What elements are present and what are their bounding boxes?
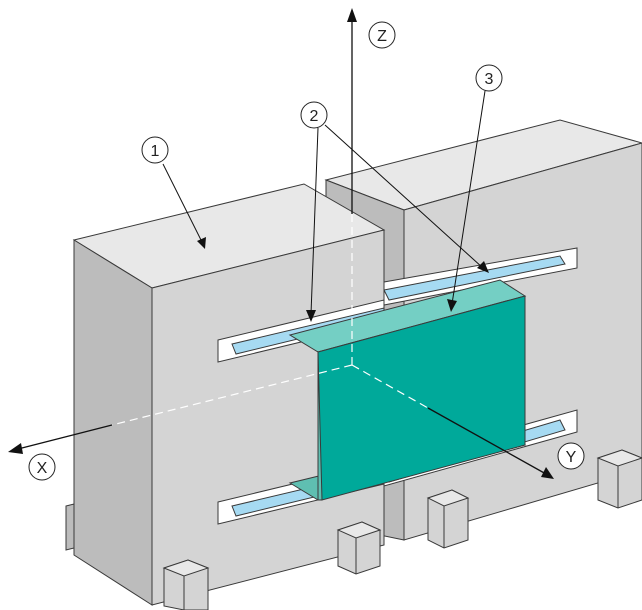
back-foot-1	[426, 489, 470, 549]
callout-2-number: 2	[310, 108, 319, 125]
x-axis-arrowhead	[8, 443, 23, 454]
axis-label-x: X	[28, 453, 56, 481]
front-foot-2	[162, 559, 210, 610]
z-axis-arrowhead	[347, 8, 357, 22]
y-axis-dashed	[351, 364, 429, 409]
x-axis-dashed	[111, 364, 353, 426]
y-axis-arrowhead	[541, 467, 554, 479]
x-axis-line	[17, 424, 113, 450]
axis-label-z: Z	[368, 21, 396, 49]
back-foot-2	[596, 449, 642, 509]
coil	[288, 279, 527, 501]
y-axis-line	[427, 407, 547, 475]
back-upper-rail	[383, 255, 566, 301]
callout-2: 2	[300, 101, 489, 322]
axis-label-z-text: Z	[377, 28, 387, 45]
front-foot-3	[336, 521, 382, 575]
callout-3: 3	[447, 64, 503, 312]
callout-3-number: 3	[485, 71, 494, 88]
axis-label-y: Y	[557, 442, 585, 470]
axis-label-y-text: Y	[566, 449, 577, 466]
coordinate-axes	[8, 8, 554, 479]
axis-label-x-text: X	[37, 460, 48, 477]
front-foot-1	[65, 503, 75, 551]
coil-front-face	[317, 295, 526, 501]
callout-1-number: 1	[151, 143, 160, 160]
front-magnet-side-face	[73, 239, 153, 606]
callout-1: 1	[141, 136, 206, 249]
